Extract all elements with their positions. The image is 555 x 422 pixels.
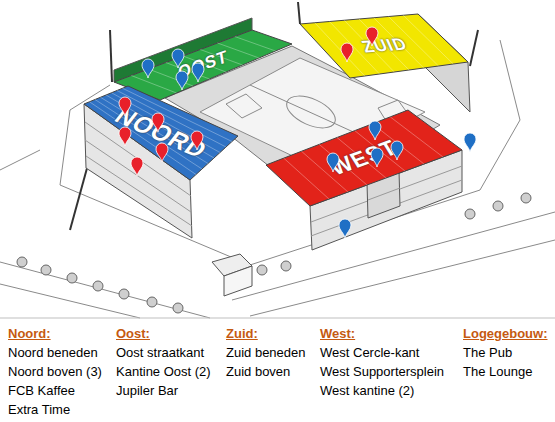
tree xyxy=(41,265,51,275)
column-heading: Zuid: xyxy=(226,325,258,342)
stand-facades xyxy=(84,14,470,296)
stand-name: OOST xyxy=(177,46,230,83)
red-pins xyxy=(119,27,378,176)
stand-name: ZUID xyxy=(359,35,411,57)
tree xyxy=(281,261,291,271)
trees xyxy=(17,193,531,313)
location-name: West Cercle-kant xyxy=(320,344,419,361)
location-pin xyxy=(369,121,381,140)
tree xyxy=(493,201,503,211)
location-name: Oost straatkant xyxy=(116,344,204,361)
tree xyxy=(465,209,475,219)
roof-surface xyxy=(300,14,468,78)
location-pin xyxy=(156,143,168,162)
centre-circle xyxy=(282,90,340,135)
light-mast xyxy=(110,30,112,82)
location-name: West kantine (2) xyxy=(320,382,414,399)
location-pin xyxy=(131,157,143,176)
column-heading: Oost: xyxy=(116,325,150,342)
roof-stripe xyxy=(284,158,329,199)
penalty-area xyxy=(226,94,262,118)
roof-surface xyxy=(266,110,462,206)
location-pin xyxy=(339,219,351,238)
location-pin xyxy=(119,97,131,116)
tree xyxy=(119,289,129,299)
roof-surface xyxy=(84,86,238,180)
ground-lines xyxy=(0,2,555,318)
tree xyxy=(67,273,77,283)
location-name: Jupiler Bar xyxy=(116,382,178,399)
tree xyxy=(257,265,267,275)
column-heading: Noord: xyxy=(8,325,51,342)
location-name: The Pub xyxy=(463,344,512,361)
location-pin xyxy=(341,43,353,62)
tree xyxy=(147,297,157,307)
text-holder: NOORD xyxy=(82,84,240,182)
tree xyxy=(93,281,103,291)
location-name: Noord beneden xyxy=(8,344,98,361)
road-line xyxy=(0,262,210,318)
location-pin xyxy=(191,131,203,150)
stand-roof: WEST xyxy=(264,108,464,208)
stand-name: WEST xyxy=(325,135,403,181)
tree xyxy=(17,257,27,267)
location-name: FCB Kaffee xyxy=(8,382,75,399)
location-name: Extra Time xyxy=(8,401,70,418)
stand-roof: NOORD xyxy=(82,84,240,182)
roof-stripe xyxy=(235,37,276,52)
location-name: Kantine Oost (2) xyxy=(116,363,211,380)
small-house xyxy=(224,266,252,296)
column-heading: Logegebouw: xyxy=(463,325,548,342)
location-pin xyxy=(327,153,339,172)
location-pin xyxy=(464,133,476,152)
light-mast xyxy=(298,2,300,24)
road-line xyxy=(0,284,140,318)
blue-pins xyxy=(142,49,476,238)
location-pin xyxy=(172,49,184,68)
table-rule xyxy=(0,318,555,319)
location-name: Noord boven (3) xyxy=(8,363,102,380)
location-pin xyxy=(192,63,204,82)
location-pin xyxy=(119,127,131,146)
location-pin xyxy=(152,113,164,132)
light-mast xyxy=(470,30,478,66)
location-name: Zuid beneden xyxy=(226,344,306,361)
road-line xyxy=(0,150,40,170)
road-line xyxy=(250,240,555,316)
location-name: Zuid boven xyxy=(226,363,290,380)
location-name: West Supportersplein xyxy=(320,363,444,380)
location-pin xyxy=(366,27,378,46)
location-pin xyxy=(176,71,188,90)
stand-name: NOORD xyxy=(109,102,213,163)
roof-surface xyxy=(114,30,292,100)
location-name: The Lounge xyxy=(463,363,532,380)
text-holder: WEST xyxy=(264,108,464,208)
location-pin xyxy=(391,141,403,160)
location-pin xyxy=(371,148,383,167)
text-holder: ZUID xyxy=(298,12,472,80)
stand-roof: ZUID xyxy=(298,12,472,80)
location-pin xyxy=(142,59,154,78)
column-heading: West: xyxy=(320,325,355,342)
tree xyxy=(521,193,531,203)
road-line xyxy=(232,212,555,300)
tree xyxy=(173,303,183,313)
roof-stripe xyxy=(315,23,365,76)
roof-stripe xyxy=(403,15,453,64)
